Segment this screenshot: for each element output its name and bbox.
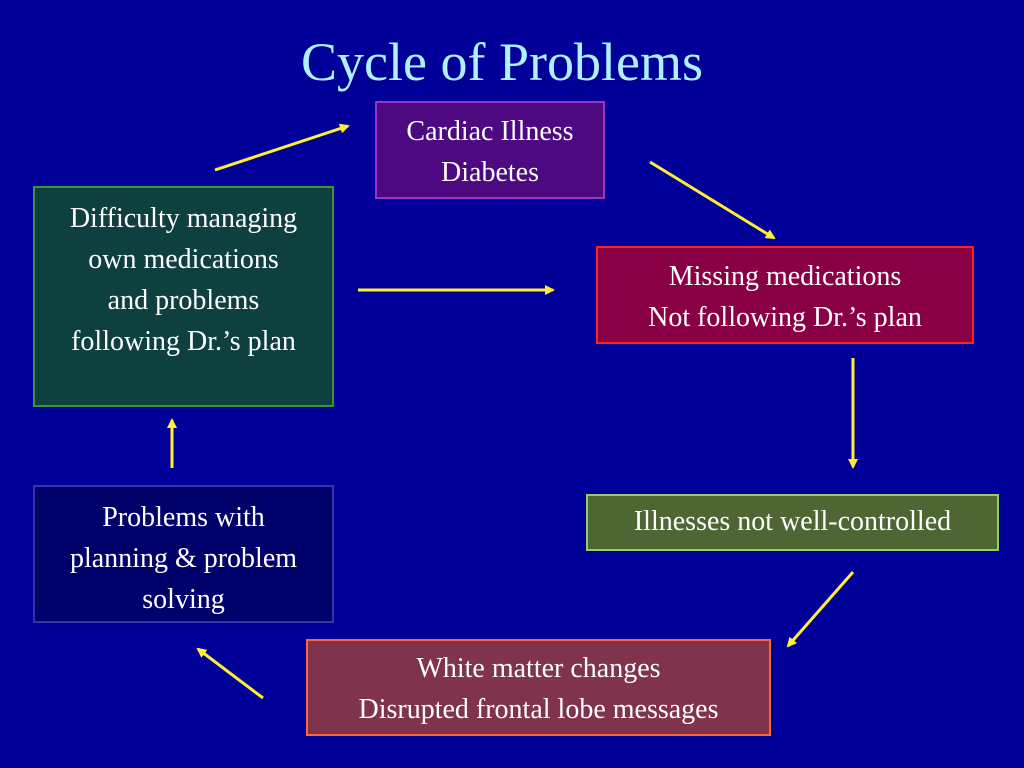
box-line: planning & problem — [69, 543, 298, 574]
cardiac-illness-box: Cardiac Illness Diabetes — [375, 101, 605, 199]
white-matter-changes-box: White matter changes Disrupted frontal l… — [306, 639, 771, 736]
box-line: solving — [142, 584, 225, 615]
arrow-white-to-planning — [196, 647, 264, 700]
missing-medications-box: Missing medications Not following Dr.’s … — [596, 246, 974, 344]
planning-problems-box: Problems with planning & problem solving — [33, 485, 334, 623]
box-line: Problems with — [102, 502, 265, 533]
page-title: Cycle of Problems — [301, 32, 703, 92]
illnesses-not-controlled-box: Illnesses not well-controlled — [586, 494, 999, 551]
difficulty-managing-box: Difficulty managing own medications and … — [33, 186, 334, 407]
box-line: Difficulty managing — [69, 203, 298, 234]
arrow-difficulty-to-cardiac — [214, 123, 350, 172]
box-line: Missing medications — [668, 261, 902, 292]
box-line: Illnesses not well-controlled — [633, 506, 952, 537]
box-line: following Dr.’s plan — [71, 326, 296, 357]
box-line: White matter changes — [416, 653, 661, 684]
box-line: Diabetes — [441, 157, 539, 188]
box-line: Not following Dr.’s plan — [648, 302, 922, 333]
box-line: and problems — [107, 285, 260, 316]
box-line: Cardiac Illness — [406, 116, 574, 147]
arrow-illness-to-white — [786, 571, 855, 648]
box-line: Disrupted frontal lobe messages — [358, 694, 719, 725]
arrow-cardiac-to-missing — [649, 160, 776, 240]
box-line: own medications — [88, 244, 279, 275]
